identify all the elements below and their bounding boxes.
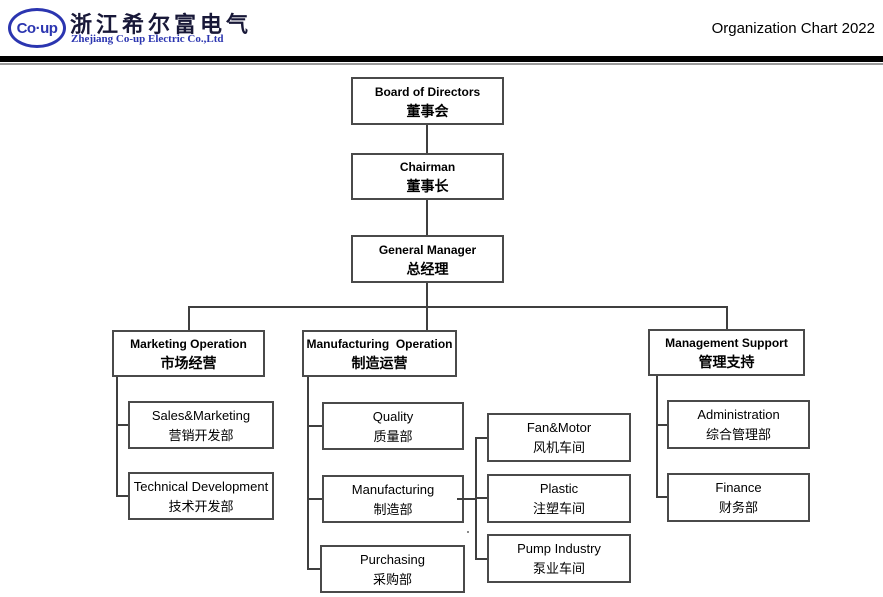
connector-drop-manufacturing <box>426 306 428 330</box>
node-general-manager: General Manager 总经理 <box>351 235 504 283</box>
node-fan-motor: Fan&Motor 风机车间 <box>487 413 631 462</box>
connector-stub-plastic <box>475 497 487 499</box>
node-purchasing: Purchasing 采购部 <box>320 545 465 593</box>
company-logo-oval: Co·up <box>8 8 66 48</box>
node-manufacturing-dept: Manufacturing 制造部 <box>322 475 464 523</box>
node-label-zh: 财务部 <box>718 500 758 515</box>
connector-stub-purchasing <box>307 568 320 570</box>
connector-stub-quality <box>307 425 322 427</box>
page-title: Organization Chart 2022 <box>711 20 875 37</box>
node-label-zh: 采购部 <box>372 571 412 587</box>
node-label-zh: 市场经营 <box>160 355 217 371</box>
node-label-en: Administration <box>697 407 780 422</box>
node-marketing-operation: Marketing Operation 市场经营 <box>112 330 265 377</box>
connector-stub-administration <box>656 424 667 426</box>
node-label-en: Management Support <box>665 336 788 350</box>
connector-drop-marketing <box>188 306 190 330</box>
connector-stub-techdev <box>116 495 128 497</box>
node-label-en: Finance <box>715 480 762 495</box>
node-manufacturing-operation: Manufacturing Operation 制造运营 <box>302 330 457 377</box>
node-label-zh: 质量部 <box>373 428 413 444</box>
node-label-zh: 营销开发部 <box>168 427 234 443</box>
node-management-support: Management Support 管理支持 <box>648 329 805 376</box>
node-label-en: Quality <box>372 408 414 424</box>
stray-dot <box>467 531 469 533</box>
connector-manufacturing-workshops <box>457 498 475 500</box>
connector-marketing-spine <box>116 377 118 497</box>
connector-drop-management <box>726 306 728 329</box>
node-label-zh: 管理支持 <box>698 354 755 370</box>
node-label-en: Marketing Operation <box>130 337 247 351</box>
node-administration: Administration 综合管理部 <box>667 400 810 449</box>
connector-gm-drop <box>426 283 428 306</box>
connector-stub-manufacturing <box>307 498 322 500</box>
node-label-en: General Manager <box>378 242 477 257</box>
connector-stub-finance <box>656 496 667 498</box>
node-label-en: Sales&Marketing <box>151 407 251 423</box>
connector-management-spine <box>656 376 658 497</box>
node-label-en: Chairman <box>399 160 456 174</box>
company-name-zh: 浙江希尔富电气 <box>70 12 253 37</box>
node-label-en: Fan&Motor <box>526 420 592 435</box>
node-label-en: Manufacturing <box>351 481 435 497</box>
connector-board-chairman <box>426 125 428 153</box>
node-sales-marketing: Sales&Marketing 营销开发部 <box>128 401 274 449</box>
node-label-zh: 董事长 <box>406 178 449 194</box>
logo-mark: Co·up <box>16 19 58 37</box>
node-label-en: Plastic <box>539 481 579 496</box>
node-label-zh: 风机车间 <box>532 440 585 455</box>
node-quality: Quality 质量部 <box>322 402 464 450</box>
node-pump-industry: Pump Industry 泵业车间 <box>487 534 631 583</box>
node-label-zh: 泵业车间 <box>532 561 585 576</box>
node-label-zh: 综合管理部 <box>705 427 771 442</box>
node-board-of-directors: Board of Directors 董事会 <box>351 77 504 125</box>
connector-stub-fan-motor <box>475 437 487 439</box>
node-label-zh: 技术开发部 <box>168 498 234 514</box>
node-label-en: Purchasing <box>359 551 426 567</box>
connector-manufacturing-spine <box>307 377 309 570</box>
node-label-zh: 总经理 <box>406 260 449 277</box>
node-label-zh: 董事会 <box>406 102 449 119</box>
connector-chairman-gm <box>426 200 428 235</box>
node-label-en: Pump Industry <box>517 541 601 556</box>
node-plastic: Plastic 注塑车间 <box>487 474 631 523</box>
node-chairman: Chairman 董事长 <box>351 153 504 200</box>
connector-main-horizontal <box>188 306 728 308</box>
connector-stub-sales <box>116 424 128 426</box>
node-label-zh: 注塑车间 <box>532 501 585 516</box>
header-divider-thick <box>0 56 883 62</box>
node-finance: Finance 财务部 <box>667 473 810 522</box>
header-divider-thin <box>0 63 883 65</box>
node-label-zh: 制造运营 <box>351 355 408 371</box>
node-label-en: Technical Development <box>133 478 269 494</box>
node-label-en: Manufacturing Operation <box>306 337 453 351</box>
node-label-zh: 制造部 <box>373 501 413 517</box>
node-technical-development: Technical Development 技术开发部 <box>128 472 274 520</box>
node-label-en: Board of Directors <box>374 84 481 99</box>
connector-stub-pump <box>475 558 487 560</box>
company-name-en: Zhejiang Co-up Electric Co.,Ltd <box>71 33 224 45</box>
